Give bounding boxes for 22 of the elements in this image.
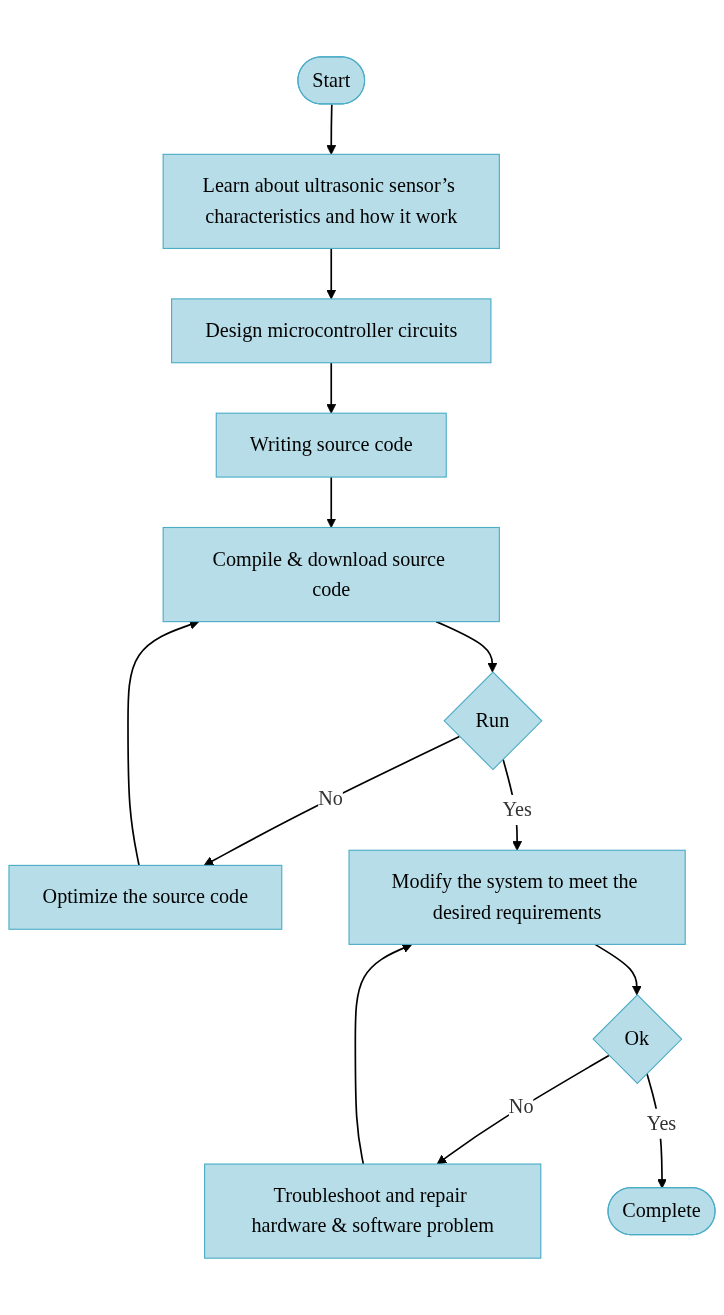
arrow [436,1054,610,1165]
arrow [326,476,337,528]
node-diamond: Ok [592,994,683,1085]
arrow [326,103,337,155]
edge-label: Yes [502,798,532,821]
arrow [326,247,337,300]
node-box: Learn about ultrasonic sensor’s characteristics and how it work [162,153,500,249]
node-box: Writing source code [215,412,447,478]
node-diamond: Run [443,671,543,771]
node-box: Design microcontroller circuits [171,298,492,364]
edge-label: No [508,1095,534,1118]
arrow [435,620,498,673]
arrow [326,361,337,414]
arrow [354,943,413,1165]
arrow [203,735,461,866]
node-box: Troubleshoot and repair hardware & software problem [204,1163,542,1259]
node-box: Modify the system to meet the desired requirements [348,849,686,945]
edge-label: Yes [646,1111,677,1135]
arrow [594,943,642,996]
edge-label: No [318,786,343,810]
node-box: Optimize the source code [8,864,283,930]
node-box: Compile & download source code [162,526,500,623]
